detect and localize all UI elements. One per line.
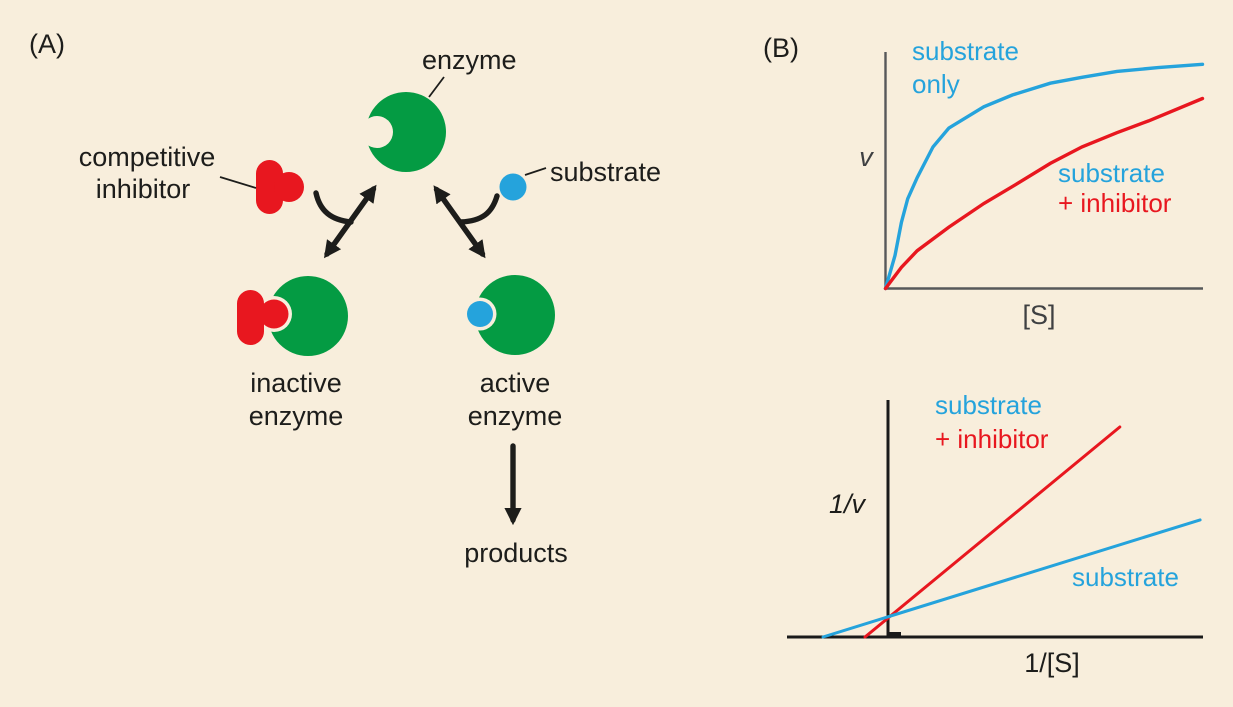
enzyme-active-site-notch (361, 116, 393, 148)
inactive-enzyme-complex (237, 276, 348, 356)
inhibitor-label-line1: competitive (79, 142, 216, 172)
substrate-only-curve (883, 62, 1205, 291)
substrate-merge-curve (458, 193, 500, 225)
panel-a-label: (A) (29, 29, 65, 59)
mm-substrate-only-label-line1: substrate (912, 36, 1019, 66)
lb-substrate-label: substrate (1072, 562, 1179, 592)
inactive-enzyme-body (268, 276, 348, 356)
mm-x-axis-label: [S] (1022, 300, 1055, 330)
lb-origin-tick (888, 632, 901, 638)
lb-y-axis-label: 1/v (829, 489, 867, 519)
lb-inhibitor-label-line1: substrate (935, 390, 1042, 420)
mm-substrate-only-label-line2: only (912, 69, 960, 99)
inhibitor-label-line2: inhibitor (96, 174, 191, 204)
substrate-pointer-line (524, 167, 547, 176)
inactive-enzyme-label-line1: inactive (250, 368, 342, 398)
inhibitor-stem (256, 160, 283, 214)
enzyme-body (366, 92, 446, 172)
products-label: products (464, 538, 568, 568)
mm-y-axis-label: v (859, 142, 874, 172)
active-enzyme-label-line2: enzyme (468, 401, 563, 431)
lb-inhibitor-line (863, 425, 1122, 639)
substrate-label: substrate (550, 157, 661, 187)
inactive-enzyme-label-line2: enzyme (249, 401, 344, 431)
bound-inhibitor-stem (237, 290, 264, 345)
enzyme-label: enzyme (422, 45, 517, 75)
competitive-inhibitor-shape (256, 160, 304, 214)
mm-inhibitor-label-line2: + inhibitor (1058, 188, 1172, 218)
inhibitor-knob (274, 172, 304, 202)
substrate-circle (499, 173, 527, 201)
inhibitor-merge-curve (313, 190, 354, 225)
panel-b-label: (B) (763, 33, 799, 63)
mm-inhibitor-label-line1: substrate (1058, 158, 1165, 188)
lb-x-axis-label: 1/[S] (1024, 648, 1080, 678)
active-enzyme-body (475, 275, 555, 355)
enzyme-pointer-line (428, 76, 445, 98)
lb-inhibitor-label-line2: + inhibitor (935, 424, 1049, 454)
inhibitor-pointer-line (219, 176, 257, 189)
bound-inhibitor-knob (259, 299, 289, 329)
active-enzyme-complex (463, 275, 555, 355)
active-enzyme-label-line1: active (480, 368, 551, 398)
bound-substrate-circle (467, 301, 493, 327)
lb-substrate-line (821, 518, 1202, 639)
substrate-inhibitor-curve (883, 96, 1205, 291)
